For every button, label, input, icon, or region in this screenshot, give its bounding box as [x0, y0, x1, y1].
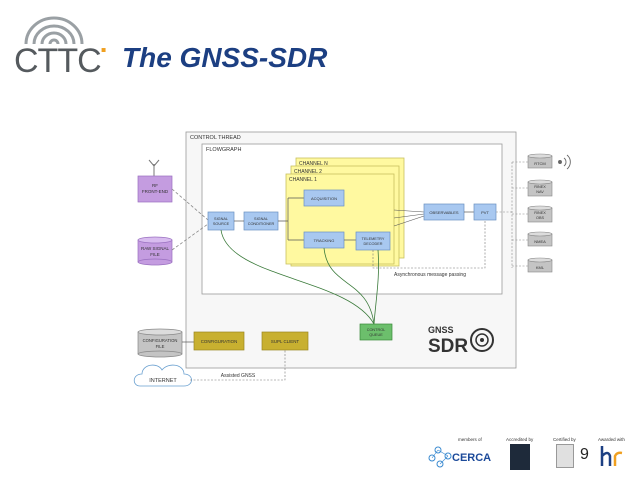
cttc-logo-mark: ▪ [100, 42, 107, 59]
certified-by-label: Certified by [553, 437, 576, 442]
flowgraph-label: FLOWGRAPH [206, 147, 241, 153]
control-queue-block [359, 323, 393, 341]
acquisition-label: ACQUISITION [311, 196, 337, 201]
output-rinex-obs-label-2: OBS [536, 216, 544, 220]
tracking-to-control-queue-link [323, 247, 375, 325]
raw-signal-file-block [137, 236, 173, 266]
async-message-link [372, 220, 486, 269]
accreditation-badge [510, 444, 530, 470]
page-title: The GNSS-SDR [122, 42, 328, 73]
configuration-file-label-2: FILE [156, 344, 165, 349]
signal-arcs-icon [24, 16, 84, 45]
gnss-logo-bottom: SDR [428, 336, 468, 357]
rf-frontend-label-2: FRONT-END [142, 189, 169, 194]
observables-label: OBSERVABLES [429, 210, 459, 215]
assisted-gnss-label: Assisted GNSS [221, 373, 256, 379]
pvt-label: PVT [481, 210, 489, 215]
control-thread-label: CONTROL THREAD [190, 135, 241, 141]
output-rinex-nav-label-2: NAV [536, 190, 544, 194]
signal-source-block [207, 211, 235, 231]
awarded-with-label: Awarded with [598, 437, 625, 442]
supl-client-label: SUPL CLIENT [271, 339, 299, 344]
telemetry-label-2: DECODER [364, 242, 383, 246]
output-rtcm: RTCM [527, 153, 553, 169]
page-number: 9 [580, 446, 589, 463]
raw-signal-label-2: FILE [150, 252, 160, 257]
hr-excellence-logo [600, 446, 623, 466]
output-rtcm-label: RTCM [534, 161, 545, 166]
output-rinex-nav: RINEX NAV [527, 179, 553, 197]
channel-2-label: CHANNEL 2 [294, 169, 322, 175]
rf-frontend-block [137, 175, 173, 203]
rf-frontend-label-1: RF [152, 183, 158, 188]
output-kml: KML [527, 257, 553, 273]
output-rinex-obs: RINEX OBS [527, 205, 553, 223]
accredited-by-label: Accredited by [506, 437, 534, 442]
internet-label: INTERNET [149, 378, 177, 384]
output-nmea: NMEA [527, 231, 553, 247]
gnss-sdr-architecture-diagram: CONTROL THREAD FLOWGRAPH CHANNEL N CHANN… [133, 131, 571, 387]
output-kml-label: KML [536, 265, 545, 270]
supl-client-block [261, 331, 309, 351]
source-to-control-queue-link [220, 229, 375, 325]
raw-to-source-link [171, 223, 209, 251]
signal-source-label-1: SIGNAL [214, 217, 228, 221]
configuration-file-label-1: CONFIGURATION [143, 338, 178, 343]
members-of-label: members of [458, 437, 482, 442]
configuration-block [193, 331, 245, 351]
certification-badge [556, 444, 574, 468]
internet-cloud-icon [133, 364, 192, 387]
telemetry-label-1: TELEMETRY [362, 237, 385, 241]
telemetry-to-control-queue-link [373, 249, 379, 325]
control-queue-label-1: CONTROL [367, 328, 386, 332]
control-queue-label-2: QUEUE [369, 333, 383, 337]
cttc-logo [14, 14, 114, 84]
raw-signal-label-1: RAW SIGNAL [141, 246, 170, 251]
rf-to-source-link [171, 188, 209, 221]
signal-conditioner-block [243, 211, 279, 231]
signal-conditioner-label-1: SIGNAL [254, 217, 268, 221]
antenna-icon [148, 159, 160, 176]
configuration-label: CONFIGURATION [201, 339, 238, 344]
signal-conditioner-label-2: CONDITIONER [248, 222, 275, 226]
output-rinex-nav-label-1: RINEX [534, 185, 546, 189]
signal-source-label-2: SOURCE [213, 222, 230, 226]
output-rinex-obs-label-1: RINEX [534, 211, 546, 215]
internet-to-supl-link [190, 350, 286, 381]
tracking-label: TRACKING [314, 238, 335, 243]
acquisition-block [303, 189, 345, 207]
channels-to-observables-arrows [393, 209, 425, 227]
pvt-output-links [496, 161, 528, 268]
gnss-sdr-logo-icon [470, 328, 494, 352]
channel-1-label: CHANNEL 1 [289, 177, 317, 183]
wireless-icon [558, 154, 571, 170]
cttc-logo-text: CTTC▪ [14, 42, 107, 80]
output-nmea-label: NMEA [534, 239, 546, 244]
cerca-text: CERCA [452, 452, 492, 464]
conditioner-to-channel-arrow [278, 197, 304, 241]
gnss-logo-top: GNSS [428, 325, 454, 335]
async-message-label: Asynchronous message passing [394, 272, 466, 278]
telemetry-decoder-block [355, 231, 391, 251]
channel-n-label: CHANNEL N [299, 161, 328, 167]
cerca-logo [428, 446, 452, 468]
configuration-file-block [137, 328, 183, 358]
